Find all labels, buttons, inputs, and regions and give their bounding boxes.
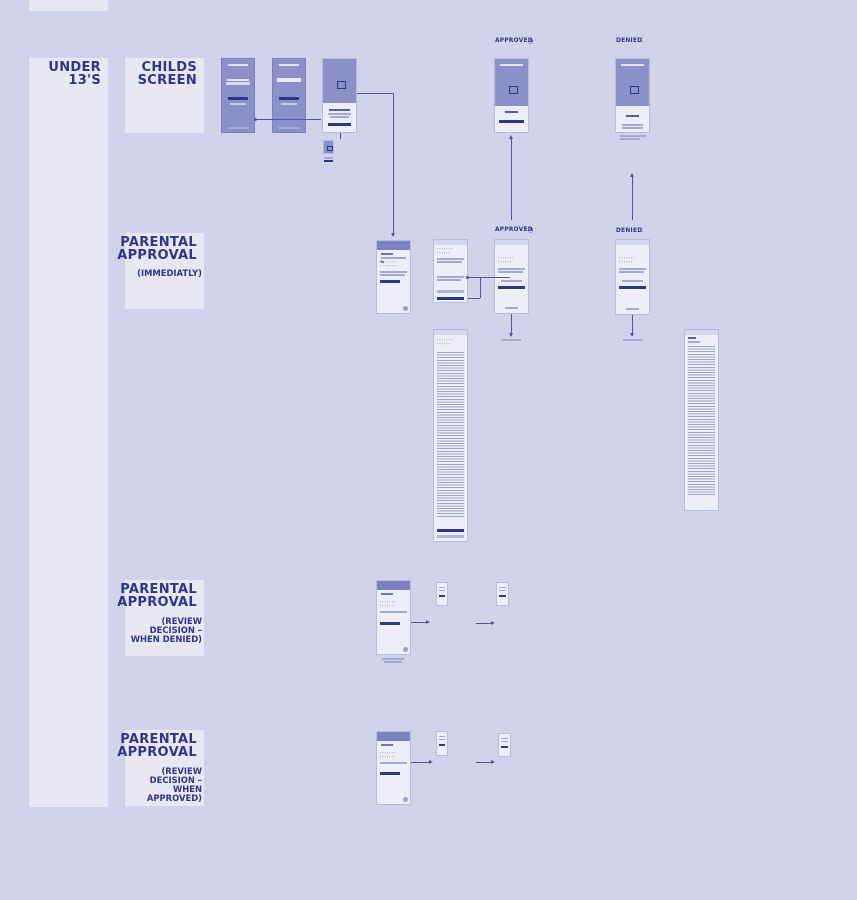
- connector-child-to-parent-v: [393, 93, 394, 234]
- review-denied-caption: [382, 658, 404, 660]
- connector-dot: [254, 118, 257, 121]
- arrow-down-icon: [509, 333, 513, 337]
- denied-mid-icon: ☾: [640, 227, 646, 234]
- connector-approved-mid-down: [511, 314, 512, 336]
- denied-caption-2: [620, 138, 640, 140]
- arrow-down-icon: [630, 333, 634, 337]
- connector-review-approved-2: [476, 762, 493, 763]
- child-phone-mini: [323, 140, 334, 154]
- parent-email-phone: Yo · · · · ·· · · · · · ·: [376, 240, 411, 314]
- arrow-up-icon: [509, 135, 513, 139]
- denied-mid-label: DENIED: [616, 228, 643, 234]
- under13-title: UNDER 13'S: [48, 60, 101, 88]
- approved-mid-label: APPROVED: [495, 227, 533, 233]
- connector-consent-v: [480, 277, 481, 298]
- review-denied-email-phone: · · · · · · ·· · · · · ·: [376, 580, 411, 655]
- connector-review-approved-1: [411, 762, 431, 763]
- immediately-subtitle: (IMMEDIATLY): [137, 268, 202, 278]
- review-denied-subtitle: (REVIEW DECISION – WHEN DENIED): [130, 616, 202, 644]
- connector-approved-up: [511, 137, 512, 220]
- connector-review-denied-2: [476, 623, 493, 624]
- parental-approval-title-2: PARENTAL APPROVAL: [117, 582, 197, 610]
- arrow-right-icon: [491, 621, 495, 625]
- connector-review-denied-1: [411, 622, 428, 623]
- parent-approved-phone: · · · · · · ·· · · · · ·: [494, 239, 529, 314]
- approved-child-phone: [494, 58, 529, 133]
- parental-approval-title-3: PARENTAL APPROVAL: [117, 732, 197, 760]
- parental-approval-approved-label: PARENTAL APPROVAL (REVIEW DECISION – WHE…: [117, 730, 204, 806]
- review-denied-small-2: [496, 582, 509, 606]
- denied-caption: [620, 135, 646, 137]
- parent-denied-phone: · · · · · · ·· · · · · ·: [615, 239, 650, 315]
- connector-child-to-parent-h: [357, 93, 393, 94]
- child-phone-1: [221, 58, 255, 133]
- parental-approval-denied-label: PARENTAL APPROVAL (REVIEW DECISION – WHE…: [117, 580, 204, 656]
- arrow-right-icon: [491, 760, 495, 764]
- denied-top-icon: ☾: [640, 37, 646, 44]
- arrow-right-icon: [429, 760, 433, 764]
- connector-denied-up: [632, 175, 633, 220]
- arrow-up-icon: [630, 173, 634, 177]
- connector-waiting-down: [340, 133, 341, 139]
- review-denied-small-1: [436, 582, 448, 606]
- parental-approval-immediate-label: PARENTAL APPROVAL (IMMEDIATLY): [117, 233, 204, 309]
- approved-top-icon: ◔: [528, 38, 534, 45]
- connector-consent-approved-2: [468, 298, 480, 299]
- denied-caption-mid: [623, 339, 643, 341]
- approved-caption: [501, 339, 521, 341]
- policy-document: [684, 329, 719, 511]
- review-approved-small-2: [498, 733, 511, 757]
- childs-screen-label: CHILDS SCREEN: [125, 58, 204, 133]
- approved-mid-icon: ◔: [528, 227, 534, 234]
- review-approved-small-1: [436, 731, 448, 756]
- connector-consent-approved: [468, 277, 510, 278]
- note-small: · · · · ·: [308, 121, 315, 124]
- review-denied-caption-2: [384, 661, 402, 663]
- arrow-down-icon: [391, 233, 395, 237]
- connector-denied-mid-down: [632, 315, 633, 336]
- child-phone-2: [272, 58, 306, 133]
- denied-top-label: DENIED: [616, 38, 643, 44]
- approved-top-label: APPROVED: [495, 38, 533, 44]
- child-phone-waiting: [322, 58, 357, 133]
- parent-consent-phone: · · · · · · ·· · · · · ·: [433, 239, 468, 303]
- mini-caption: [323, 157, 334, 163]
- parent-terms-long-phone: · · · · · · ·· · · · · ·: [433, 329, 468, 542]
- childs-screen-title: CHILDS SCREEN: [137, 60, 197, 88]
- connector-back: [255, 119, 321, 120]
- arrow-right-icon: [426, 620, 430, 624]
- parental-approval-title-1: PARENTAL APPROVAL: [117, 235, 197, 263]
- review-approved-subtitle: (REVIEW DECISION – WHEN APPROVED): [146, 766, 202, 803]
- connector-dot-2: [466, 276, 469, 279]
- review-approved-email-phone: · · · · · · ·· · · · · ·: [376, 731, 411, 805]
- note-dot: · ·: [338, 206, 341, 209]
- under13-column: UNDER 13'S: [29, 58, 108, 807]
- left-column: [29, 0, 108, 11]
- denied-child-phone: [615, 58, 650, 133]
